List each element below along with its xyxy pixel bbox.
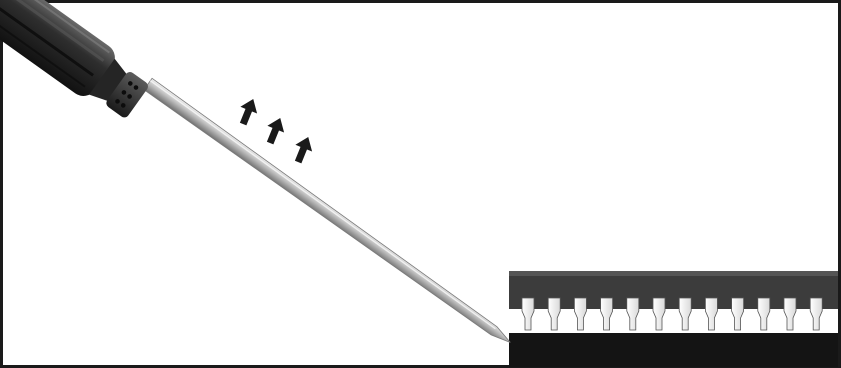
chip-pin bbox=[600, 297, 613, 331]
arrow-up-icon bbox=[266, 118, 285, 145]
chip-pins bbox=[521, 297, 823, 331]
chip-pin bbox=[757, 297, 771, 331]
screwdriver-icon bbox=[0, 0, 511, 343]
chip-pin bbox=[705, 297, 718, 331]
screwdriver-handle bbox=[0, 0, 148, 118]
chip-pin bbox=[652, 297, 666, 331]
chip-body bbox=[509, 271, 838, 309]
lift-arrows bbox=[239, 99, 313, 164]
chip-top-edge bbox=[509, 271, 838, 276]
chip-pin bbox=[678, 297, 692, 331]
screwdriver-ferrule bbox=[106, 72, 148, 118]
arrow-up-icon bbox=[239, 99, 258, 126]
chip-socket bbox=[509, 333, 838, 367]
chip-pin bbox=[783, 297, 797, 331]
chip-pin bbox=[809, 297, 823, 331]
arrow-up-icon bbox=[294, 137, 313, 164]
chip-pin bbox=[731, 297, 744, 331]
chip-pin bbox=[521, 297, 535, 331]
chip-pin bbox=[574, 297, 587, 331]
chip-pin bbox=[547, 297, 561, 331]
ic-chip-icon bbox=[509, 271, 838, 331]
chip-pin bbox=[626, 297, 640, 331]
